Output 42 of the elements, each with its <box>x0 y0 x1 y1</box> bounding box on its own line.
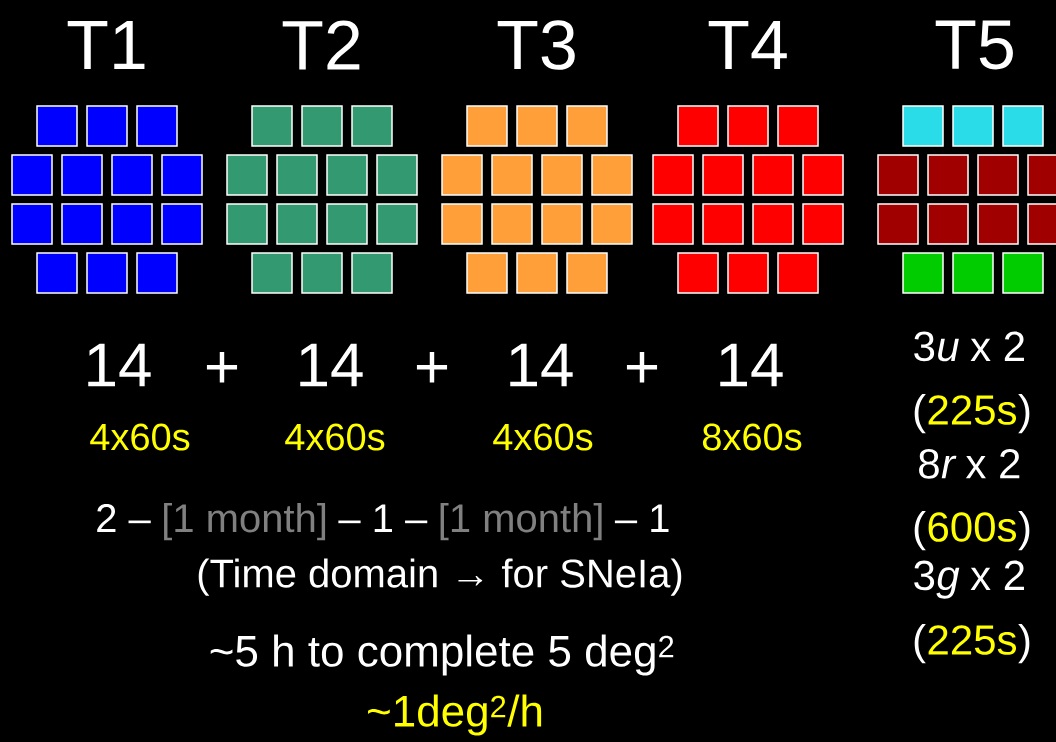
cadence-text: – 1 <box>614 504 669 532</box>
plus-sign: + <box>206 352 238 383</box>
array-heading: T2 <box>282 20 360 70</box>
exposure-time: 225s <box>928 395 1016 425</box>
count-number: 14 <box>88 343 151 387</box>
parenthesis: ( <box>914 624 926 664</box>
parenthesis: ) <box>1018 624 1030 664</box>
repeat-count: x 2 <box>970 331 1024 361</box>
array-heading: T5 <box>935 20 1013 70</box>
exposure-time: 4x60s <box>90 423 190 451</box>
exposure-time: 8x60s <box>702 423 802 451</box>
repeat-count: x 2 <box>970 560 1024 590</box>
count-number: 14 <box>510 343 573 387</box>
cadence-text: – 1 – <box>338 504 428 532</box>
filter-count: 3 <box>914 560 935 591</box>
parenthesis: ( <box>914 394 926 434</box>
filter-count: 3 <box>914 331 935 362</box>
array-heading: T3 <box>497 20 575 70</box>
repeat-count: x 2 <box>965 449 1020 479</box>
filter-count: 8 <box>919 449 939 479</box>
cadence-text: [1 month] <box>440 503 602 541</box>
parenthesis: ) <box>1018 394 1030 434</box>
cadence-text: [1 month] <box>164 503 326 541</box>
plus-sign: + <box>626 352 658 383</box>
count-number: 14 <box>300 343 363 387</box>
cadence-text: 2 – <box>97 504 151 532</box>
filter-letter: u <box>938 338 959 362</box>
exposure-time: 225s <box>928 625 1016 655</box>
count-number: 14 <box>720 343 783 387</box>
exposure-time: 4x60s <box>493 423 593 451</box>
exposure-time: 600s <box>928 512 1016 542</box>
rate-text: ~1deg$^{2}$/h <box>368 694 542 736</box>
exposure-time: 4x60s <box>285 423 385 451</box>
array-heading: T4 <box>708 20 787 70</box>
parenthesis: ) <box>1018 511 1030 551</box>
summary-text: ~5 h to complete 5 deg$^{2}$ <box>210 634 674 676</box>
note-text: (Time domain → for SNeIa) <box>198 558 682 596</box>
filter-letter: g <box>936 567 960 599</box>
filter-letter: r <box>941 455 957 479</box>
parenthesis: ( <box>914 511 926 551</box>
plus-sign: + <box>416 352 448 383</box>
array-heading: T1 <box>67 20 145 70</box>
